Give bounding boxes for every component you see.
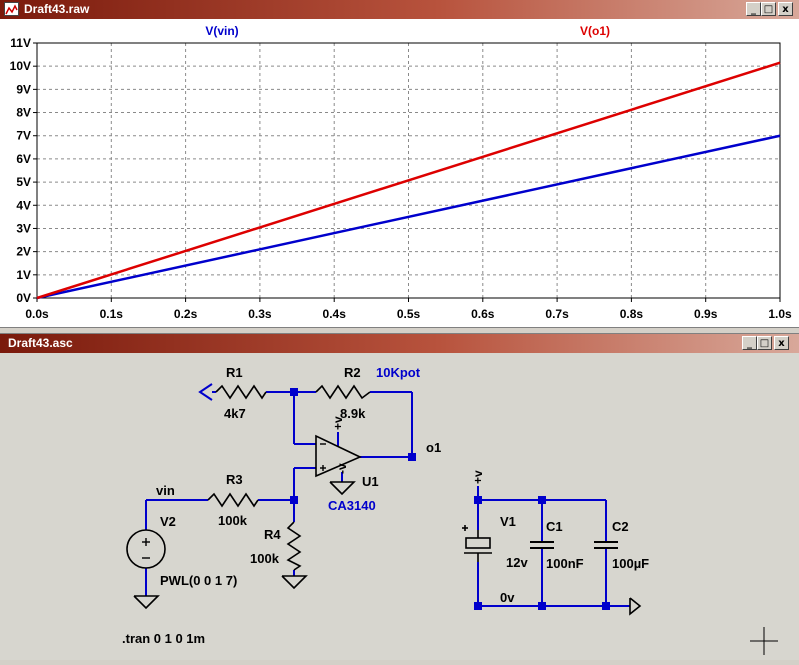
y-tick-label: 4V [16,198,31,212]
x-tick-label: 0.0s [25,307,49,321]
minimize-button[interactable]: _ [746,2,761,16]
v1-battery-symbol [462,525,492,562]
y-tick-label: 3V [16,221,31,235]
x-tick-label: 0.4s [323,307,347,321]
x-tick-label: 0.8s [620,307,644,321]
resistors [207,384,371,571]
u1-name[interactable]: U1 [362,474,379,489]
r3-value[interactable]: 100k [218,513,248,528]
x-tick-label: 0.7s [545,307,569,321]
y-tick-label: 8V [16,106,31,120]
waveform-window-title: Draft43.raw [24,2,90,16]
v2-name[interactable]: V2 [160,514,176,529]
junction-dots [290,388,610,610]
u1-model[interactable]: CA3140 [328,498,376,513]
y-tick-label: 2V [16,245,31,259]
waveform-titlebar[interactable]: Draft43.raw _ □ x [0,0,799,19]
r2-value[interactable]: 8.9k [340,406,366,421]
r4-value[interactable]: 100k [250,551,280,566]
window-splitter[interactable] [0,327,799,334]
r4-symbol [286,521,302,571]
minimize-button[interactable]: _ [742,336,757,350]
legend-label-0: V(vin) [205,24,238,38]
r2-name[interactable]: R2 [344,365,361,380]
c1-value[interactable]: 100nF [546,556,584,571]
c2-name[interactable]: C2 [612,519,629,534]
plot-area[interactable]: 0.0s 0.1s 0.2s 0.3s 0.4s 0.5s 0.6s 0.7s 0.8s 0.9s… [0,19,799,327]
plot-frame [36,42,781,299]
y-tick-label: 6V [16,152,31,166]
v2-value[interactable]: PWL(0 0 1 7) [160,573,237,588]
capacitor-symbols [530,541,618,549]
c2-value[interactable]: 100µF [612,556,649,571]
ground-symbols [133,481,642,616]
close-button[interactable]: x [774,336,789,350]
opamp-pos-supply-label: +v [331,416,345,430]
r4-name[interactable]: R4 [264,527,281,542]
x-tick-label: 0.9s [694,307,718,321]
r3-name[interactable]: R3 [226,472,243,487]
schematic-window-title: Draft43.asc [8,336,73,350]
crosshair-cursor-icon [750,627,778,655]
x-tick-label: 0.6s [471,307,495,321]
schematic-drawing[interactable]: R1 4k7 R2 8.9k 10Kpot o1 U1 CA3140 R3 10… [0,353,799,660]
x-tick-label: 0.5s [397,307,421,321]
r3-symbol [207,492,259,508]
r2-note[interactable]: 10Kpot [376,365,421,380]
y-tick-label: 5V [16,175,31,189]
y-tick-label: 11V [10,36,31,50]
spice-directive[interactable]: .tran 0 1 0 1m [122,631,205,646]
v1-value[interactable]: 12v [506,555,528,570]
waveform-chart[interactable]: 0.0s 0.1s 0.2s 0.3s 0.4s 0.5s 0.6s 0.7s 0.8s 0.9s… [0,19,799,327]
r2-symbol [315,384,371,400]
net-vin-label[interactable]: vin [156,483,175,498]
schematic-canvas[interactable]: R1 4k7 R2 8.9k 10Kpot o1 U1 CA3140 R3 10… [0,353,799,660]
close-button[interactable]: x [778,2,793,16]
maximize-button[interactable]: □ [761,2,776,16]
x-tick-label: 0.2s [174,307,198,321]
opamp-symbol [315,434,362,478]
y-tick-label: 7V [16,129,31,143]
x-tick-label: 0.3s [248,307,272,321]
v1-name[interactable]: V1 [500,514,516,529]
legend-label-1: V(o1) [580,24,610,38]
x-tick-label: 0.1s [100,307,124,321]
v2-source-symbol [126,529,166,569]
opamp-neg-supply-label: -v [335,463,349,474]
net-0v-label[interactable]: 0v [500,590,515,605]
series-line-0 [36,134,781,300]
battery-supply-label: +v [471,470,485,484]
y-tick-label: 0V [16,291,31,305]
y-tick-label: 9V [16,82,31,96]
c1-name[interactable]: C1 [546,519,563,534]
net-o1-label[interactable]: o1 [426,440,441,455]
schematic-titlebar[interactable]: Draft43.asc _ □ x [0,334,799,353]
r1-symbol [215,384,267,400]
r1-value[interactable]: 4k7 [224,406,246,421]
x-tick-label: 1.0s [768,307,792,321]
y-tick-label: 1V [16,268,31,282]
series-line-1 [36,61,781,300]
y-tick-label: 10V [10,59,31,73]
maximize-button[interactable]: □ [757,336,772,350]
r1-name[interactable]: R1 [226,365,243,380]
waveform-app-icon [4,2,19,16]
